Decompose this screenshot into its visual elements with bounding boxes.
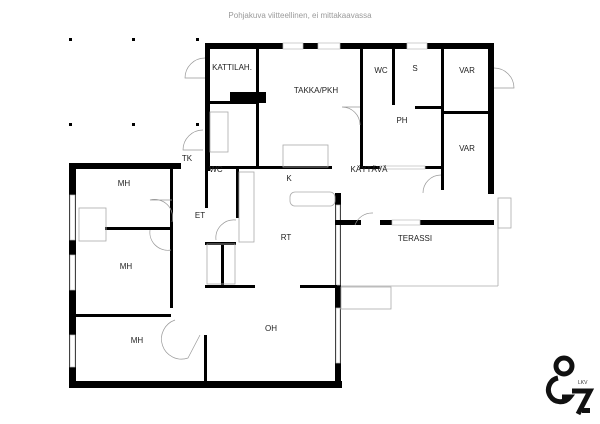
- room-mh-1: MH: [118, 179, 131, 188]
- room-sauna: S: [412, 64, 417, 73]
- room-wc-top: WC: [374, 66, 388, 75]
- exterior-walls: [69, 42, 494, 388]
- terrace-outline: [78, 111, 512, 310]
- room-tk: TK: [182, 154, 193, 163]
- room-oh: OH: [265, 324, 277, 333]
- room-rt: RT: [281, 233, 292, 242]
- agency-logo: LKV: [545, 355, 595, 416]
- pergola-posts: [69, 38, 199, 126]
- room-var-top: VAR: [459, 66, 475, 75]
- room-k: K: [286, 174, 292, 183]
- room-terassi: TERASSI: [398, 234, 432, 243]
- room-mh-2: MH: [120, 262, 133, 271]
- room-mh-3: MH: [131, 336, 144, 345]
- door-swings: [149, 57, 515, 360]
- room-wc-left: WC: [209, 165, 223, 174]
- room-kattilah: KATTILAH.: [212, 63, 252, 72]
- room-takka-pkh: TAKKA/PKH: [294, 86, 339, 95]
- logo-lkv-text: LKV: [578, 380, 588, 386]
- plan-disclaimer: Pohjakuva viitteellinen, ei mittakaavass…: [228, 11, 372, 20]
- room-kaytava: KÄYTÄVÄ: [351, 165, 389, 174]
- room-et: ET: [195, 211, 205, 220]
- room-ph: PH: [396, 116, 407, 125]
- interior-walls: [74, 48, 491, 384]
- room-var-bottom: VAR: [459, 144, 475, 153]
- room-labels: KATTILAH. TAKKA/PKH WC S VAR PH VAR TK W…: [118, 63, 475, 345]
